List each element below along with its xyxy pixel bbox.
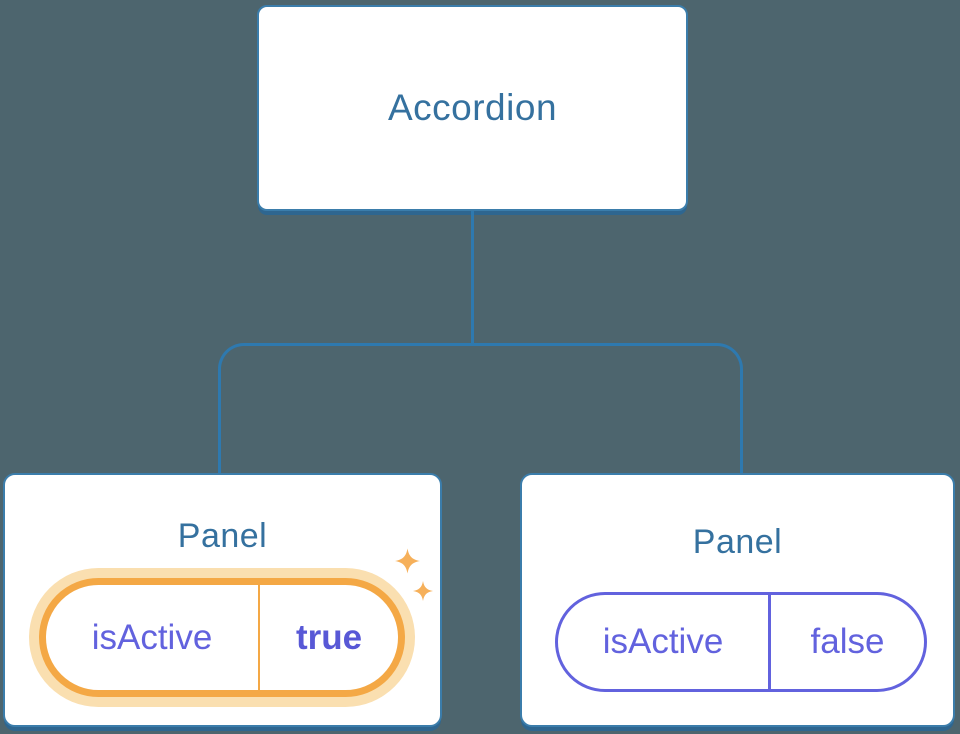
state-prop-value: true bbox=[295, 617, 363, 657]
state-prop-name: isActive bbox=[46, 585, 260, 690]
state-pill-inactive: isActive false bbox=[555, 592, 927, 692]
state-pill-active: isActive true bbox=[39, 578, 405, 697]
panel-node-active: Panel isActive true bbox=[3, 473, 442, 727]
panel-node-inactive: Panel isActive false bbox=[520, 473, 955, 727]
accordion-node: Accordion bbox=[257, 5, 688, 211]
sparkle-icon bbox=[413, 581, 433, 601]
panel-title: Panel bbox=[692, 523, 783, 561]
connector-bracket bbox=[218, 343, 743, 473]
panel-title: Panel bbox=[177, 517, 268, 555]
state-prop-value: false bbox=[810, 622, 885, 661]
state-prop-name: isActive bbox=[558, 595, 771, 689]
connector-stem bbox=[471, 211, 474, 346]
accordion-node-label: Accordion bbox=[387, 87, 558, 128]
